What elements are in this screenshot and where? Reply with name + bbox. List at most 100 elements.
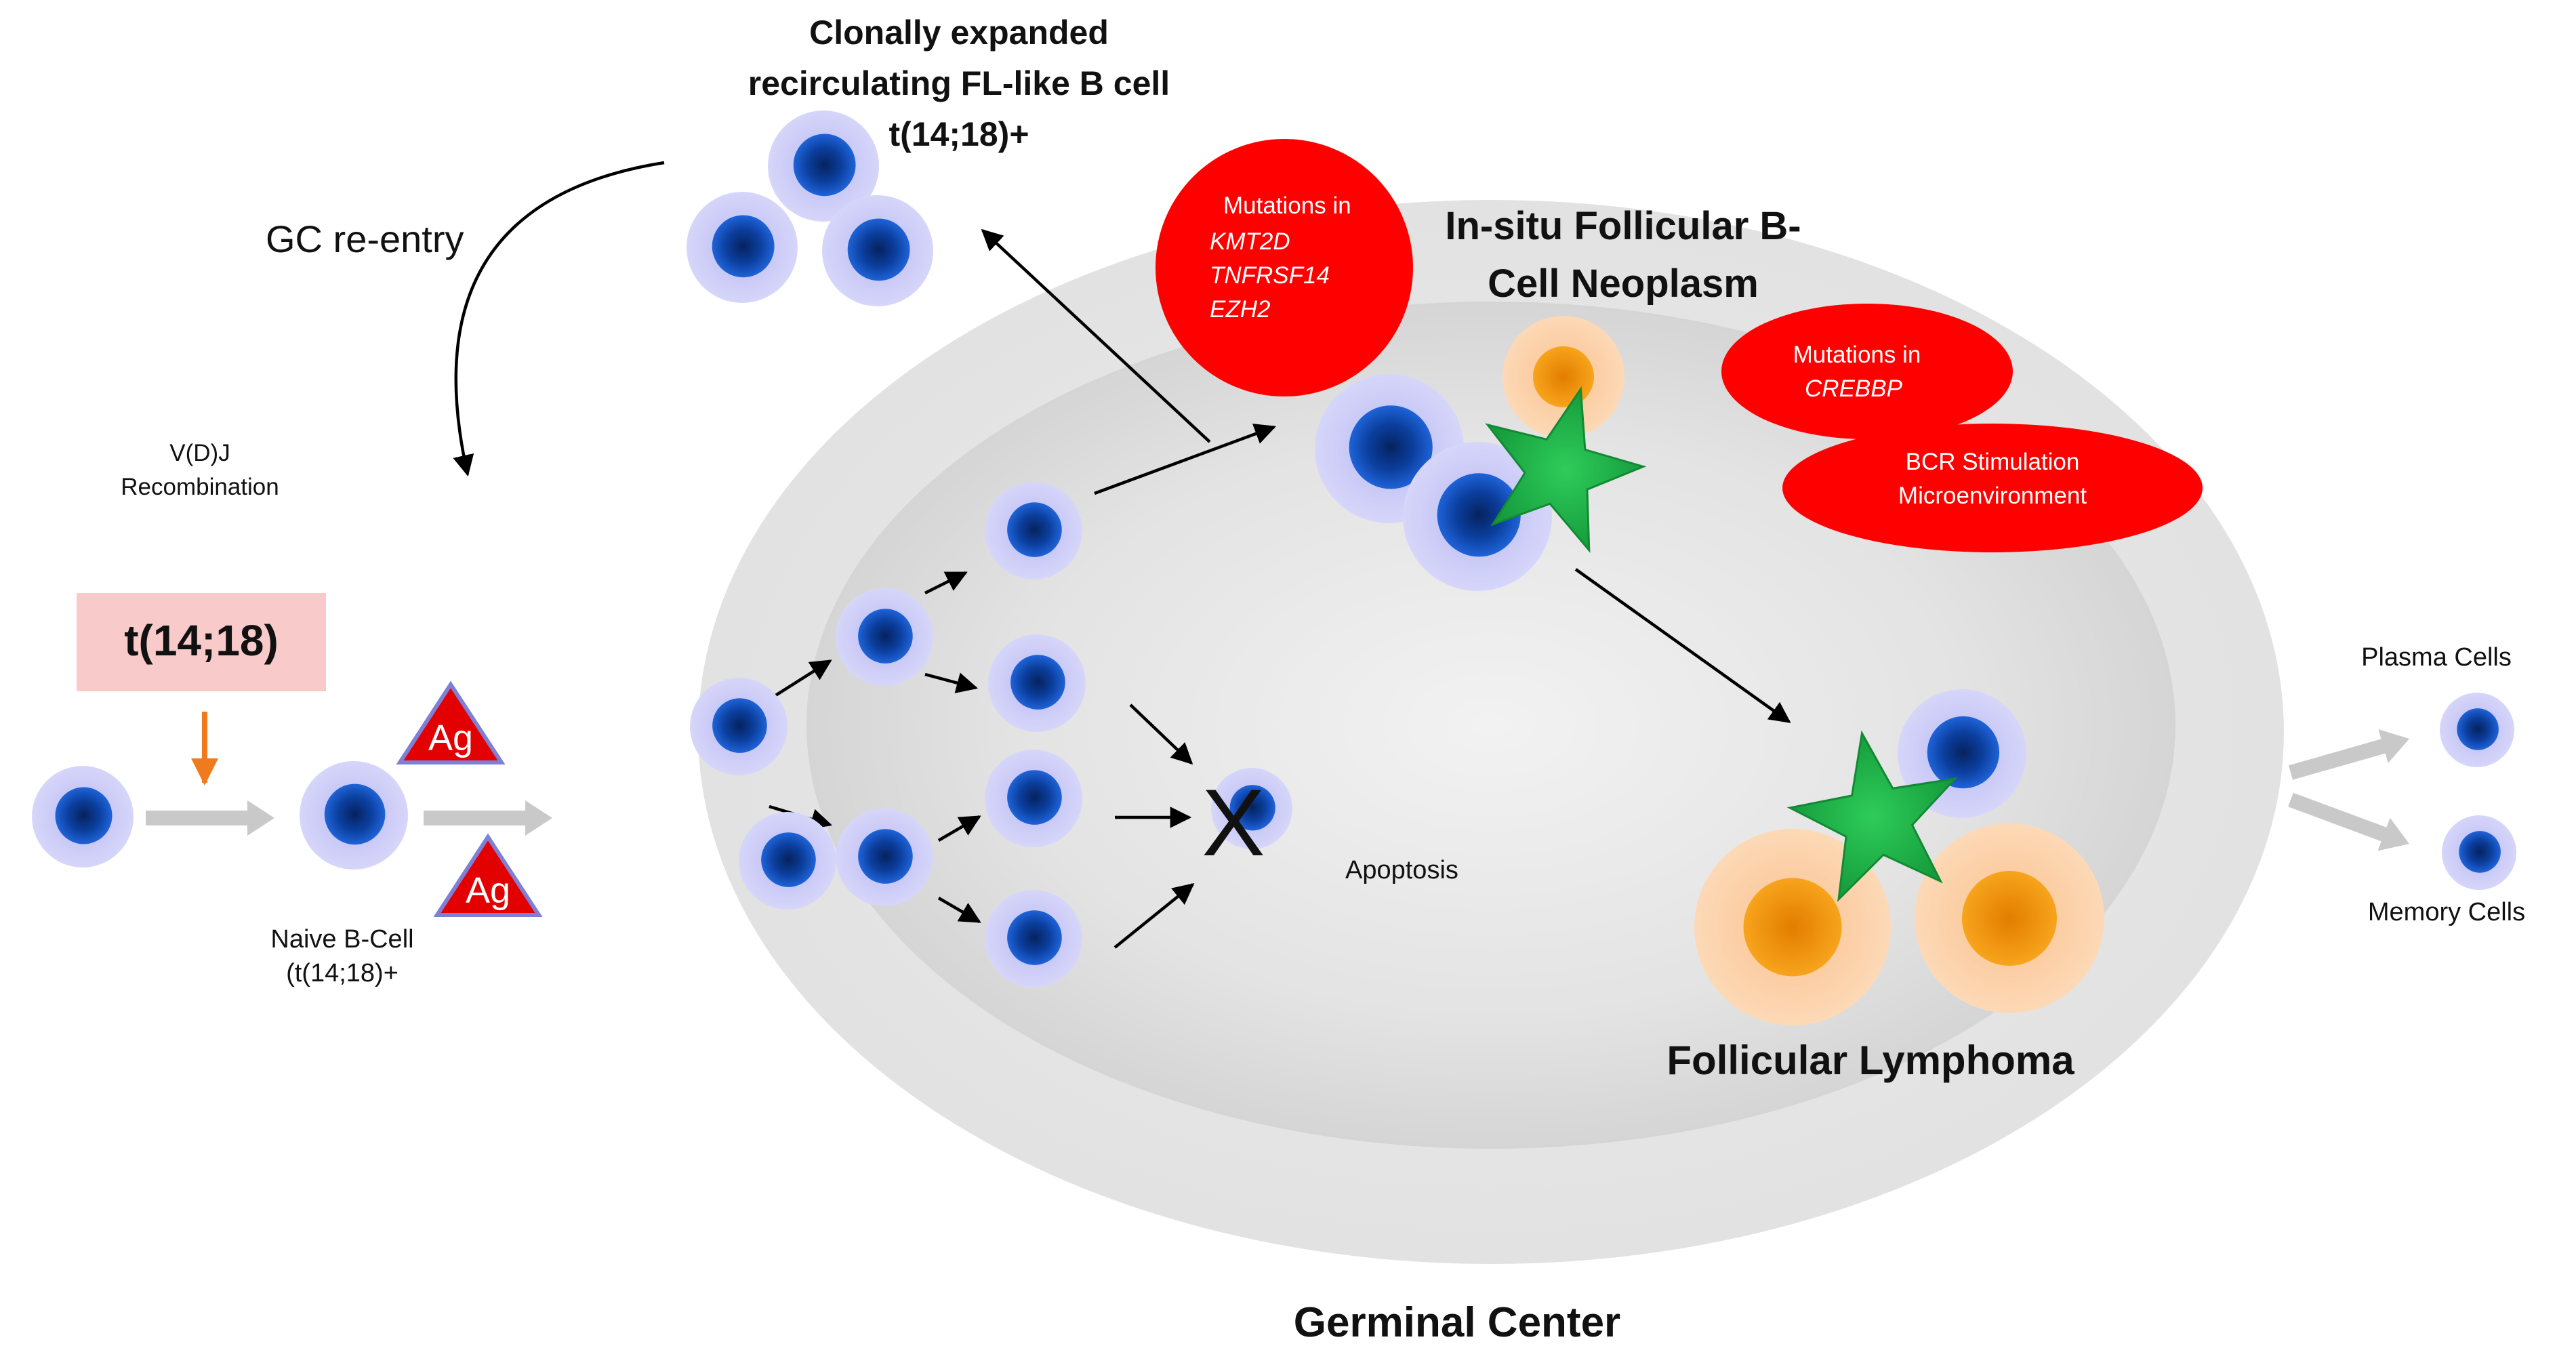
naive-b-cell-label: Naive B-Cell (t(14;18)+ xyxy=(270,925,413,987)
memory-cells-label: Memory Cells xyxy=(2368,898,2525,926)
svg-text:In-situ Follicular B-: In-situ Follicular B- xyxy=(1445,204,1801,248)
svg-text:Naive B-Cell: Naive B-Cell xyxy=(270,925,413,954)
germinal-center-label: Germinal Center xyxy=(1294,1299,1620,1346)
antigen-label-lower: Ag xyxy=(466,870,510,911)
gc-cell-2 xyxy=(739,812,836,910)
svg-text:(t(14;18)+: (t(14;18)+ xyxy=(286,959,398,987)
svg-text:V(D)J: V(D)J xyxy=(169,440,230,466)
bcr-line2: Microenvironment xyxy=(1898,483,2087,509)
svg-text:KMT2D: KMT2D xyxy=(1210,228,1290,255)
antigen-label-upper: Ag xyxy=(428,718,473,758)
fl-malignant-cell-2 xyxy=(1915,823,2104,1013)
bcr-stimulation-ellipse xyxy=(1782,424,2203,552)
fl-malignant-cell-2-nucleus xyxy=(1962,871,2057,966)
translocation-box xyxy=(77,593,326,691)
arrows xyxy=(768,228,1791,949)
mutations-crebbp-line1: Mutations in xyxy=(1793,342,1921,368)
insitu-malignant-cell-nucleus xyxy=(1533,346,1594,407)
svg-text:Recombination: Recombination xyxy=(121,474,279,500)
recirc-cell-2 xyxy=(687,192,798,303)
vdj-label: V(D)J Recombination xyxy=(121,440,279,500)
gc-cell-2-nucleus xyxy=(761,832,816,887)
memory-cell-nucleus xyxy=(2459,831,2501,873)
insitu-cell-2-nucleus xyxy=(1437,473,1521,557)
gray-arrows xyxy=(146,729,2409,851)
gray-arrow-plasma xyxy=(2288,729,2409,780)
insitu-label: In-situ Follicular B- Cell Neoplasm xyxy=(1445,204,1801,306)
mutations-crebbp-line2: CREBBP xyxy=(1805,375,1903,402)
arrow-gc-4-down xyxy=(937,897,981,923)
gc-cell-3-nucleus xyxy=(858,609,913,664)
b-cell-left xyxy=(32,766,134,868)
gc-cell-1-nucleus xyxy=(712,698,767,753)
svg-text:Cell Neoplasm: Cell Neoplasm xyxy=(1488,262,1759,306)
arrow-gc-3-down xyxy=(924,672,979,693)
stars xyxy=(1485,386,1958,902)
antigen-triangle-upper: Ag xyxy=(396,680,506,764)
recirc-cell-1-nucleus xyxy=(793,134,856,197)
gc-cell-3 xyxy=(836,588,933,686)
arrow-to-recirc xyxy=(981,228,1211,443)
naive-b-cell-nucleus xyxy=(324,783,386,845)
dendritic-star-fl xyxy=(1786,730,1958,902)
antigen-triangle-lower: Ag xyxy=(433,833,543,917)
gc-cell-7 xyxy=(985,750,1082,847)
svg-text:Clonally expanded: Clonally expanded xyxy=(809,14,1109,52)
svg-text:t(14;18)+: t(14;18)+ xyxy=(888,115,1029,153)
arrow-apop-3 xyxy=(1113,883,1195,949)
gc-cell-apoptotic xyxy=(1211,768,1292,849)
svg-text:recirculating FL-like B cell: recirculating FL-like B cell xyxy=(748,64,1170,102)
svg-text:Mutations in: Mutations in xyxy=(1223,192,1351,219)
b-cell-left-nucleus xyxy=(55,787,113,844)
gc-reentry-arrow xyxy=(453,161,665,477)
insitu-cell-1-nucleus xyxy=(1349,405,1433,489)
svg-text:TNFRSF14: TNFRSF14 xyxy=(1210,262,1330,289)
gc-cell-4 xyxy=(836,809,933,906)
insitu-cell-2 xyxy=(1403,442,1552,591)
arrow-gc-1-up xyxy=(768,659,832,701)
gc-cell-5 xyxy=(985,482,1082,579)
gc-cell-8-nucleus xyxy=(1007,910,1062,965)
plasma-cell xyxy=(2440,693,2514,767)
arrow-gc-3-up xyxy=(924,571,968,595)
naive-b-cell xyxy=(300,761,408,870)
recirc-cell-3 xyxy=(822,195,933,306)
recirc-cell-3-nucleus xyxy=(847,218,910,281)
plasma-cells-label: Plasma Cells xyxy=(2361,643,2512,672)
gray-arrow-1 xyxy=(146,800,274,836)
arrow-gc-4-up xyxy=(937,815,981,842)
gc-cell-6 xyxy=(988,634,1086,732)
clonally-expanded-label: Clonally expanded recirculating FL-like … xyxy=(748,14,1170,153)
gc-cell-6-nucleus xyxy=(1010,655,1065,710)
apoptosis-label: Apoptosis xyxy=(1345,856,1458,884)
dendritic-star-insitu xyxy=(1485,386,1647,553)
gc-reentry-label: GC re-entry xyxy=(266,218,464,260)
gc-cell-apoptotic-nucleus xyxy=(1229,785,1275,831)
gc-cell-1 xyxy=(690,678,788,775)
recirc-cell-2-nucleus xyxy=(712,215,775,278)
plasma-cell-nucleus xyxy=(2457,708,2499,750)
arrow-gc-5 xyxy=(1094,424,1276,495)
apoptosis-x-mark: X xyxy=(1202,769,1265,876)
mutations-ellipse-kmt2d xyxy=(1156,139,1413,396)
arrow-apop-1 xyxy=(1129,703,1193,765)
gc-cell-4-nucleus xyxy=(858,829,913,884)
gc-cell-7-nucleus xyxy=(1007,770,1062,825)
translocation-box-label: t(14;18) xyxy=(124,616,279,665)
bcr-line1: BCR Stimulation xyxy=(1906,449,2080,475)
gc-cell-8 xyxy=(985,890,1082,987)
fl-b-cell-nucleus xyxy=(1927,716,2000,789)
mutations-kmt2d-text: Mutations in KMT2D TNFRSF14 EZH2 xyxy=(1210,192,1351,323)
arrow-insitu-to-fl xyxy=(1574,568,1791,723)
gray-arrow-memory xyxy=(2288,792,2409,851)
follicular-lymphoma-label: Follicular Lymphoma xyxy=(1667,1038,2074,1083)
fl-malignant-cell-1-nucleus xyxy=(1743,878,1842,977)
gc-cell-5-nucleus xyxy=(1007,502,1062,557)
svg-text:EZH2: EZH2 xyxy=(1210,296,1270,323)
cells xyxy=(32,110,2516,1025)
recirc-cell-1 xyxy=(768,110,879,222)
mutations-ellipse-crebbp xyxy=(1721,304,2013,439)
memory-cell xyxy=(2442,815,2516,890)
gray-arrow-2 xyxy=(424,800,552,836)
